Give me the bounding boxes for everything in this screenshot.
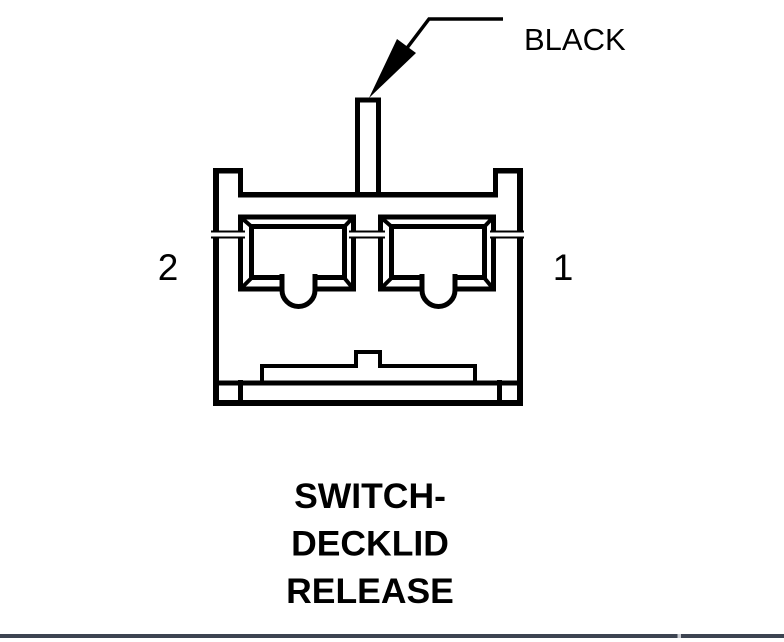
cavity-bevel-bl (239, 276, 254, 290)
wire-stub (355, 97, 381, 198)
slit-middle-gap (349, 232, 385, 237)
base-band-divider-right (497, 380, 502, 406)
cavity-bevel-tr (482, 216, 495, 229)
slit-left-bottom-line (211, 236, 245, 239)
housing-left-ear-drop (238, 168, 243, 197)
housing-right-wall (517, 168, 523, 406)
component-caption: SWITCH- DECKLID RELEASE (286, 476, 454, 611)
cavity-bevel-tr (342, 216, 355, 229)
bottom-page-rule (0, 634, 784, 638)
cavity-inner-frame (389, 224, 487, 280)
cavity-bevel-br (482, 276, 495, 290)
leader-line (405, 17, 503, 50)
housing-left-ear-top (213, 168, 243, 174)
cavity-bevel-br (342, 276, 355, 290)
terminal-slot-slits (211, 230, 524, 239)
housing-left-wall (213, 168, 219, 406)
cavity-terminal-pocket (419, 274, 458, 309)
leader-arrowhead-icon (369, 39, 416, 98)
housing-top-bar (238, 192, 498, 198)
wire-color-label: BLACK (524, 22, 626, 57)
bottom-page-rule-notch (677, 634, 681, 638)
slit-right-top-line (490, 230, 524, 233)
slit-left-gap (211, 232, 245, 237)
housing-right-ear-top (493, 168, 523, 174)
caption-line-1: SWITCH- (294, 476, 446, 516)
slit-middle-top-line (349, 230, 385, 233)
pin-2-label: 2 (158, 247, 179, 288)
caption-line-2: DECKLID (291, 524, 449, 564)
cavity-bevel-bl (379, 276, 394, 290)
slit-left-top-line (211, 230, 245, 233)
base-band-divider-left (238, 380, 243, 406)
housing-right-ear-drop (493, 168, 498, 197)
connector-housing (213, 168, 523, 406)
cavity-inner-frame (249, 224, 347, 280)
terminal-cavity-pin1 (378, 214, 496, 309)
pin-1-label: 1 (553, 247, 574, 288)
latch-rail (260, 350, 477, 381)
terminal-cavity-pin2 (238, 214, 356, 309)
cavity-bevel-tl (379, 215, 394, 229)
slit-right-gap (490, 232, 524, 237)
slit-middle-bottom-line (349, 236, 385, 239)
housing-bottom-edge (213, 400, 523, 406)
cavity-bevel-tl (239, 215, 254, 229)
slit-right-bottom-line (490, 236, 524, 239)
housing-base-band-top (213, 380, 523, 386)
caption-line-3: RELEASE (286, 571, 454, 611)
cavity-terminal-pocket (279, 274, 318, 309)
